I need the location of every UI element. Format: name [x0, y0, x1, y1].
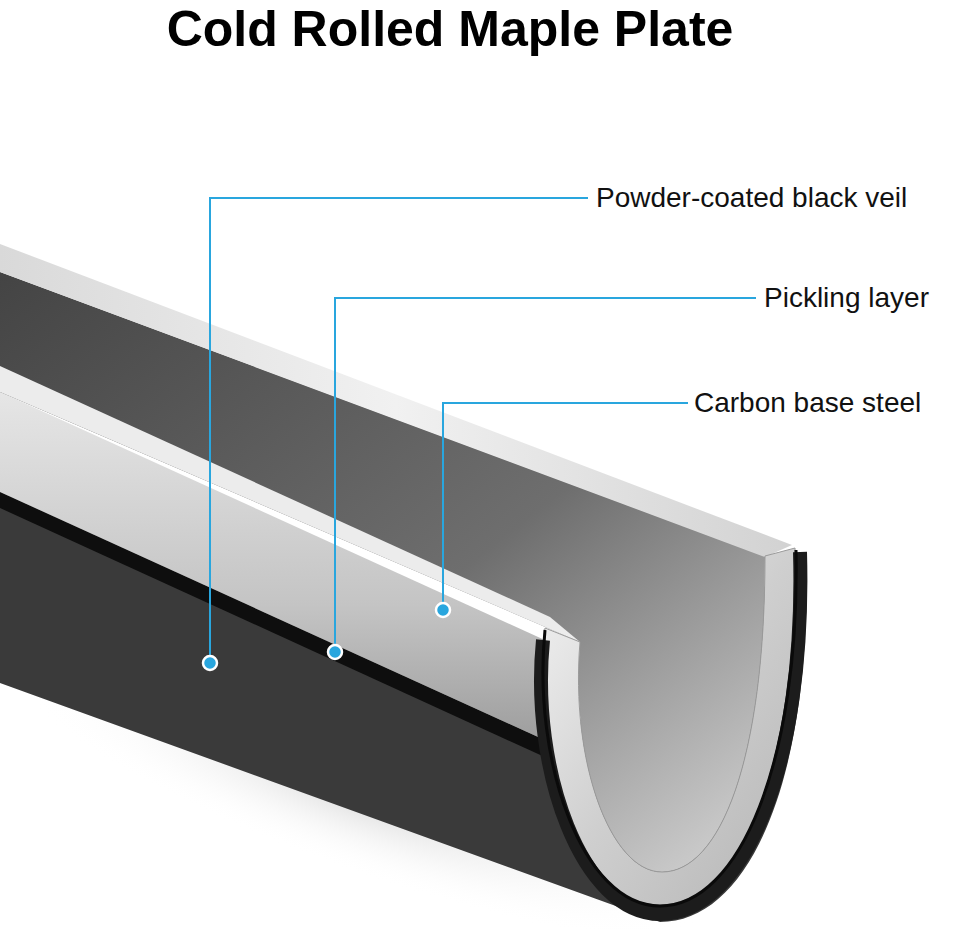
- leader-line: [210, 198, 588, 663]
- leader-dots: [203, 603, 450, 670]
- pickling-end-edge: [543, 550, 796, 906]
- right-rim: [0, 244, 792, 557]
- leader-dot: [203, 656, 217, 670]
- leader-line: [335, 298, 756, 652]
- leader-line: [443, 403, 688, 610]
- leader-dot: [436, 603, 450, 617]
- left-rim: [0, 366, 580, 642]
- leader-dot: [328, 645, 342, 659]
- part-label: Powder-coated black veil: [594, 181, 909, 215]
- diagram-title: Cold Rolled Maple Plate: [167, 2, 734, 57]
- part-label: Pickling layer: [762, 281, 931, 315]
- inner-surface: [0, 272, 765, 872]
- veil-end-edge: [541, 552, 800, 914]
- leader-lines: [210, 198, 756, 663]
- part-label: Carbon base steel: [692, 386, 923, 420]
